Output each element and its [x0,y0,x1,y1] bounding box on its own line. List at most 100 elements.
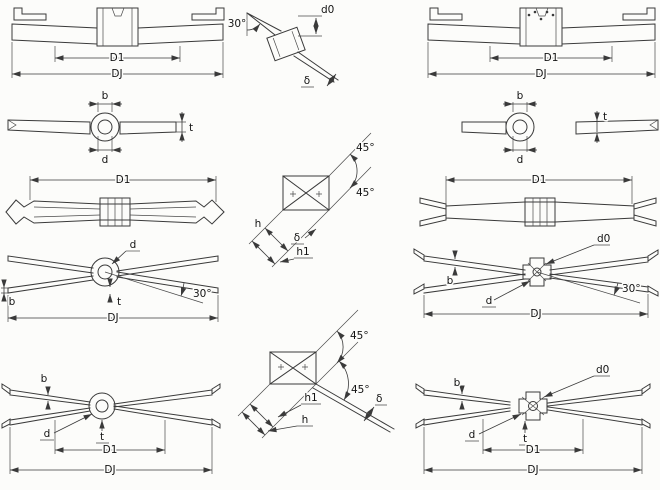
angle-reference-lines [248,132,372,268]
extension-lines [9,420,213,474]
label-h: h [302,414,309,426]
label-d0: d0 [597,233,610,245]
label-angle-45: 45° [350,330,369,342]
label-angle-30: 30° [228,18,247,30]
blade-edge-lines [312,383,395,433]
angle-line-30 [104,271,204,304]
blade-edge-lines [7,255,219,294]
label-dj: DJ [111,68,122,80]
blade-outline [11,7,225,47]
angle-arc-45-lower [338,360,351,401]
rivet-dot [551,13,555,17]
blade-edge-lines [423,389,643,426]
view-blade-slender-forked-round-hub: b d t D1 DJ [1,372,221,478]
extension-lines [423,419,643,474]
view-hub-plate-detail-45deg-lower: 45° h1 45° δ h [237,309,395,439]
h1-leader [277,404,302,418]
plus-marks [278,364,308,370]
dim-line-h1 [251,240,276,265]
dim-line-delta [326,73,337,87]
hub-boss-circle [505,112,535,142]
d-leader [111,250,127,265]
blade-edge-lines [9,389,213,426]
tip-notch [649,119,659,131]
angle-reference-lines [237,309,359,439]
tip-notch [7,119,17,131]
label-underlines [291,243,313,259]
hub-cross [518,391,548,421]
extension-lines [11,42,224,78]
d-leader [493,280,531,301]
d-leader [53,413,93,434]
h-leader [267,425,298,433]
rivet-dot [527,13,531,17]
hub-detail-lines [525,7,557,46]
view-blade-forked-tips: D1 [419,173,657,227]
view-blade-cross-section-right: b t d [461,89,659,168]
extension-lines [246,13,322,88]
label-delta: δ [294,232,300,244]
label-h1: h1 [296,246,309,258]
label-d: d [130,239,137,251]
bore-circle [528,401,538,411]
label-d1: D1 [526,444,541,456]
view-hub-edge-detail-30deg: 30° d0 δ [226,3,339,89]
plus-marks [290,191,322,197]
label-d: d [486,295,493,307]
dim-ticks [98,103,183,151]
angle-arc-30 [246,23,261,33]
hub-boss-circle [90,257,120,287]
plate-diagonals [282,175,330,211]
view-hub-plate-detail-45deg-upper: 45° 45° h δ h1 [248,132,376,268]
dim-line-delta [363,406,375,422]
dim-line-h [264,227,289,252]
bore-circle [532,267,542,277]
label-angle-30: 30° [193,288,212,300]
label-dj: DJ [104,464,115,476]
label-h: h [255,218,262,230]
view-blade-flat-hooked-plain-hub: D1 DJ [11,7,225,82]
label-angle-45: 45° [351,384,370,396]
fork-prongs [415,383,651,429]
label-underlines [482,244,610,308]
angle-arc-45 [349,153,358,189]
label-b: b [102,90,109,102]
label-d: d [44,428,51,440]
label-h1: h1 [304,392,317,404]
section-outline [461,119,659,135]
label-underlines [465,375,610,446]
label-d0: d0 [321,4,334,16]
fork-prongs [419,197,657,227]
dim-line-h [241,411,266,436]
bore-circle [97,119,113,135]
d-leader [478,413,522,435]
angle-line-30 [536,271,641,304]
label-delta: δ [376,393,382,405]
label-d: d [469,429,476,441]
label-d1: D1 [116,174,131,186]
label-d: d [517,154,524,166]
label-dj: DJ [527,464,538,476]
label-underlines [297,403,387,427]
label-b: b [9,296,16,308]
d0-leader [543,375,595,398]
fork-prongs [1,383,221,429]
angle-arc-30 [613,282,620,296]
label-angle-45: 45° [356,142,375,154]
d0-leader [545,244,595,265]
rivet-dot [533,10,537,14]
blade-inner-lines [33,206,197,218]
view-blade-bowtie-cross-hub: d0 b d 30° DJ [413,232,659,322]
label-angle-30: 30° [622,283,641,295]
h1-leader [279,257,295,263]
view-blade-bowtie-round-hub: d b t 30° DJ [1,238,219,326]
angle-arc-30 [180,282,187,297]
hub-plate [269,351,317,385]
label-t: t [117,296,121,308]
label-b: b [517,90,524,102]
label-t: t [523,433,527,445]
extension-lines [512,102,528,152]
label-d0: d0 [596,364,609,376]
label-d1: D1 [544,52,559,64]
